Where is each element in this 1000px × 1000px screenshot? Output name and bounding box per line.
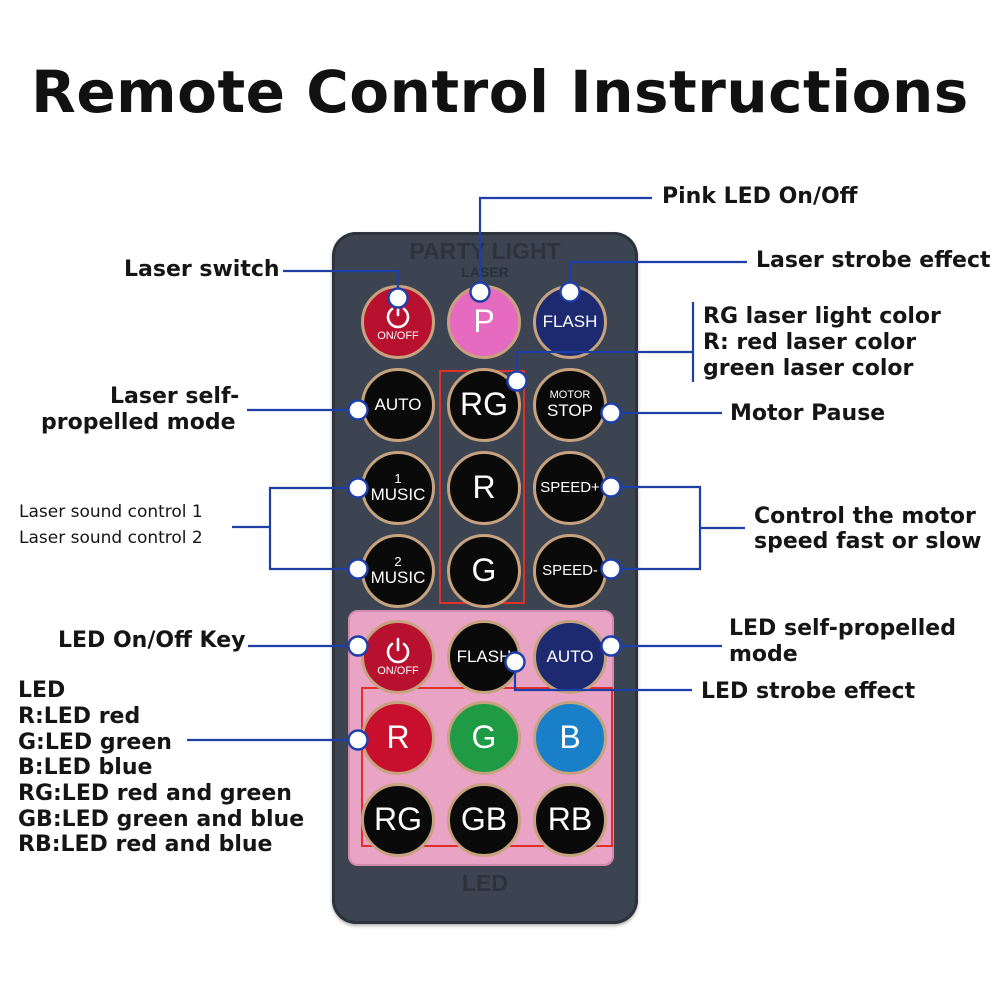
motor-stop-bottom-label: STOP <box>547 400 593 420</box>
laser-r-button[interactable]: R <box>447 451 521 525</box>
led-rb-button[interactable]: RB <box>533 783 607 857</box>
laser-auto-button[interactable]: AUTO <box>361 368 435 442</box>
led-g-button[interactable]: G <box>447 701 521 775</box>
label-speed-2: speed fast or slow <box>754 529 982 554</box>
music-1-label: MUSIC <box>370 484 426 504</box>
label-pink-led: Pink LED On/Off <box>662 184 858 209</box>
label-led-list-1: R:LED red <box>18 704 141 729</box>
label-led-self-2: mode <box>729 642 798 667</box>
laser-rg-button[interactable]: RG <box>447 368 521 442</box>
label-led-key: LED On/Off Key <box>58 628 246 653</box>
label-rg-color-2: R: red laser color <box>703 330 917 355</box>
led-b-button[interactable]: B <box>533 701 607 775</box>
label-sound-1: Laser sound control 1 <box>19 502 203 522</box>
power-icon <box>386 302 410 329</box>
label-led-self-1: LED self-propelled <box>729 616 956 641</box>
music-1-number: 1 <box>394 471 402 487</box>
laser-flash-button[interactable]: FLASH <box>533 285 607 359</box>
music-2-label: MUSIC <box>370 567 426 587</box>
label-sound-2: Laser sound control 2 <box>19 528 203 548</box>
label-self-propelled-1: Laser self- <box>110 384 240 409</box>
label-led-list-3: B:LED blue <box>18 755 153 780</box>
brand-laser: LASER <box>461 264 509 280</box>
label-laser-strobe: Laser strobe effect <box>756 248 991 273</box>
motor-stop-button[interactable]: MOTOR STOP <box>533 368 607 442</box>
motor-stop-top-label: MOTOR <box>549 389 591 402</box>
led-gb-button[interactable]: GB <box>447 783 521 857</box>
label-led-strobe: LED strobe effect <box>701 679 916 704</box>
music-1-button[interactable]: 1 MUSIC <box>361 451 435 525</box>
led-flash-button[interactable]: FLASH <box>447 620 521 694</box>
label-led-list-5: GB:LED green and blue <box>18 807 305 832</box>
music-2-button[interactable]: 2 MUSIC <box>361 534 435 608</box>
laser-g-button[interactable]: G <box>447 534 521 608</box>
led-onoff-label: ON/OFF <box>377 665 419 678</box>
laser-onoff-button[interactable]: ON/OFF <box>361 285 435 359</box>
label-laser-switch: Laser switch <box>124 257 280 282</box>
power-icon <box>386 637 410 664</box>
led-r-button[interactable]: R <box>361 701 435 775</box>
label-rg-color-3: green laser color <box>703 356 914 381</box>
pink-led-button[interactable]: P <box>447 285 521 359</box>
laser-onoff-label: ON/OFF <box>377 330 419 343</box>
brand-led: LED <box>462 870 508 896</box>
speed-plus-button[interactable]: SPEED+ <box>533 451 607 525</box>
label-led-list-4: RG:LED red and green <box>18 781 292 806</box>
label-motor-pause: Motor Pause <box>730 401 886 426</box>
label-led-list-6: RB:LED red and blue <box>18 832 273 857</box>
led-onoff-button[interactable]: ON/OFF <box>361 620 435 694</box>
speed-minus-button[interactable]: SPEED- <box>533 534 607 608</box>
music-2-number: 2 <box>394 554 402 570</box>
page-title: Remote Control Instructions <box>31 58 969 126</box>
led-auto-button[interactable]: AUTO <box>533 620 607 694</box>
label-self-propelled-2: propelled mode <box>41 410 236 435</box>
brand-party-light: PARTY LIGHT <box>409 238 561 264</box>
label-rg-color-1: RG laser light color <box>703 304 941 329</box>
label-led-list-2: G:LED green <box>18 730 172 755</box>
led-rg-button[interactable]: RG <box>361 783 435 857</box>
label-speed-1: Control the motor <box>754 504 976 529</box>
label-led-list-0: LED <box>18 678 66 703</box>
